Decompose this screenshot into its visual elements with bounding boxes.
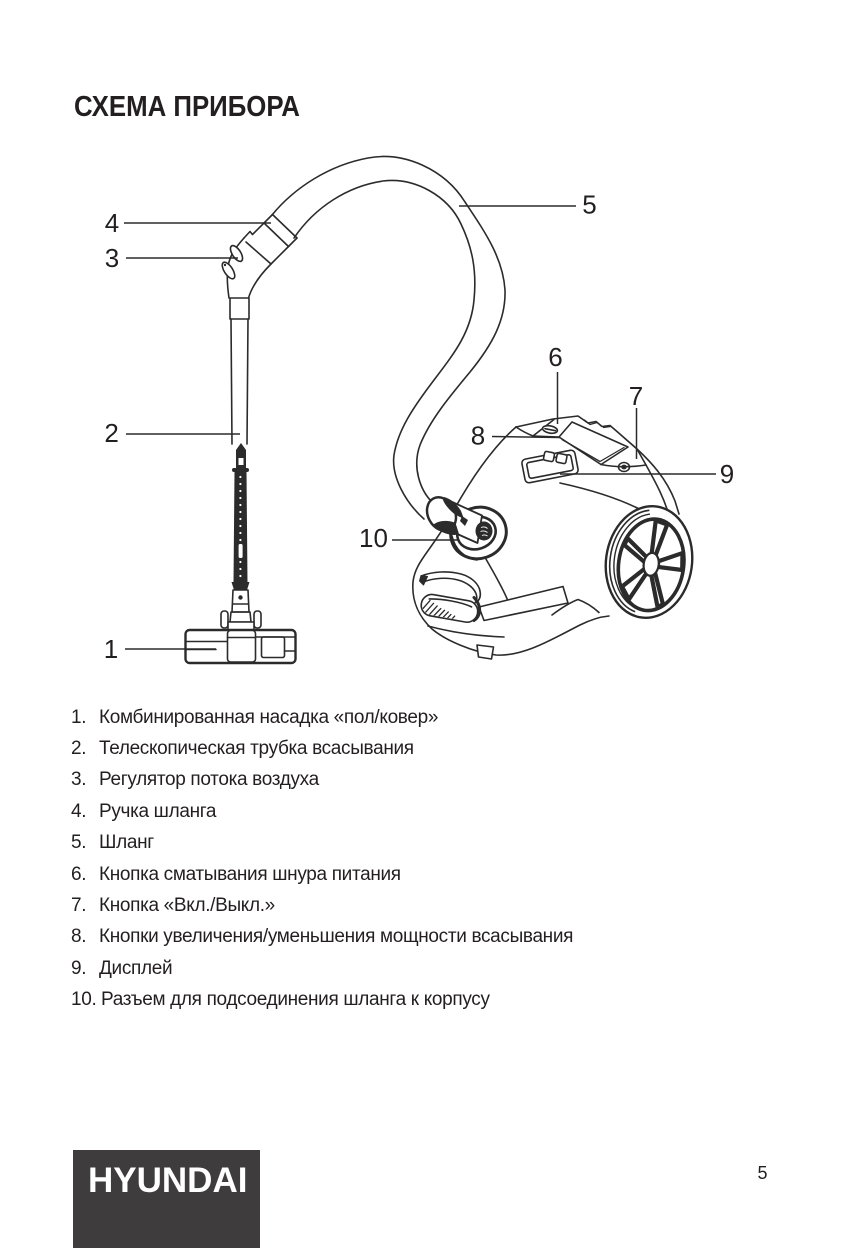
svg-text:5: 5 <box>582 190 596 220</box>
svg-text:4: 4 <box>105 208 119 238</box>
svg-text:3: 3 <box>105 243 119 273</box>
svg-text:9: 9 <box>720 459 734 489</box>
svg-text:6: 6 <box>548 342 562 372</box>
svg-text:2: 2 <box>104 418 118 448</box>
svg-text:8: 8 <box>471 421 485 451</box>
svg-text:7: 7 <box>629 381 643 411</box>
svg-text:1: 1 <box>104 634 118 664</box>
svg-text:10: 10 <box>359 523 388 553</box>
